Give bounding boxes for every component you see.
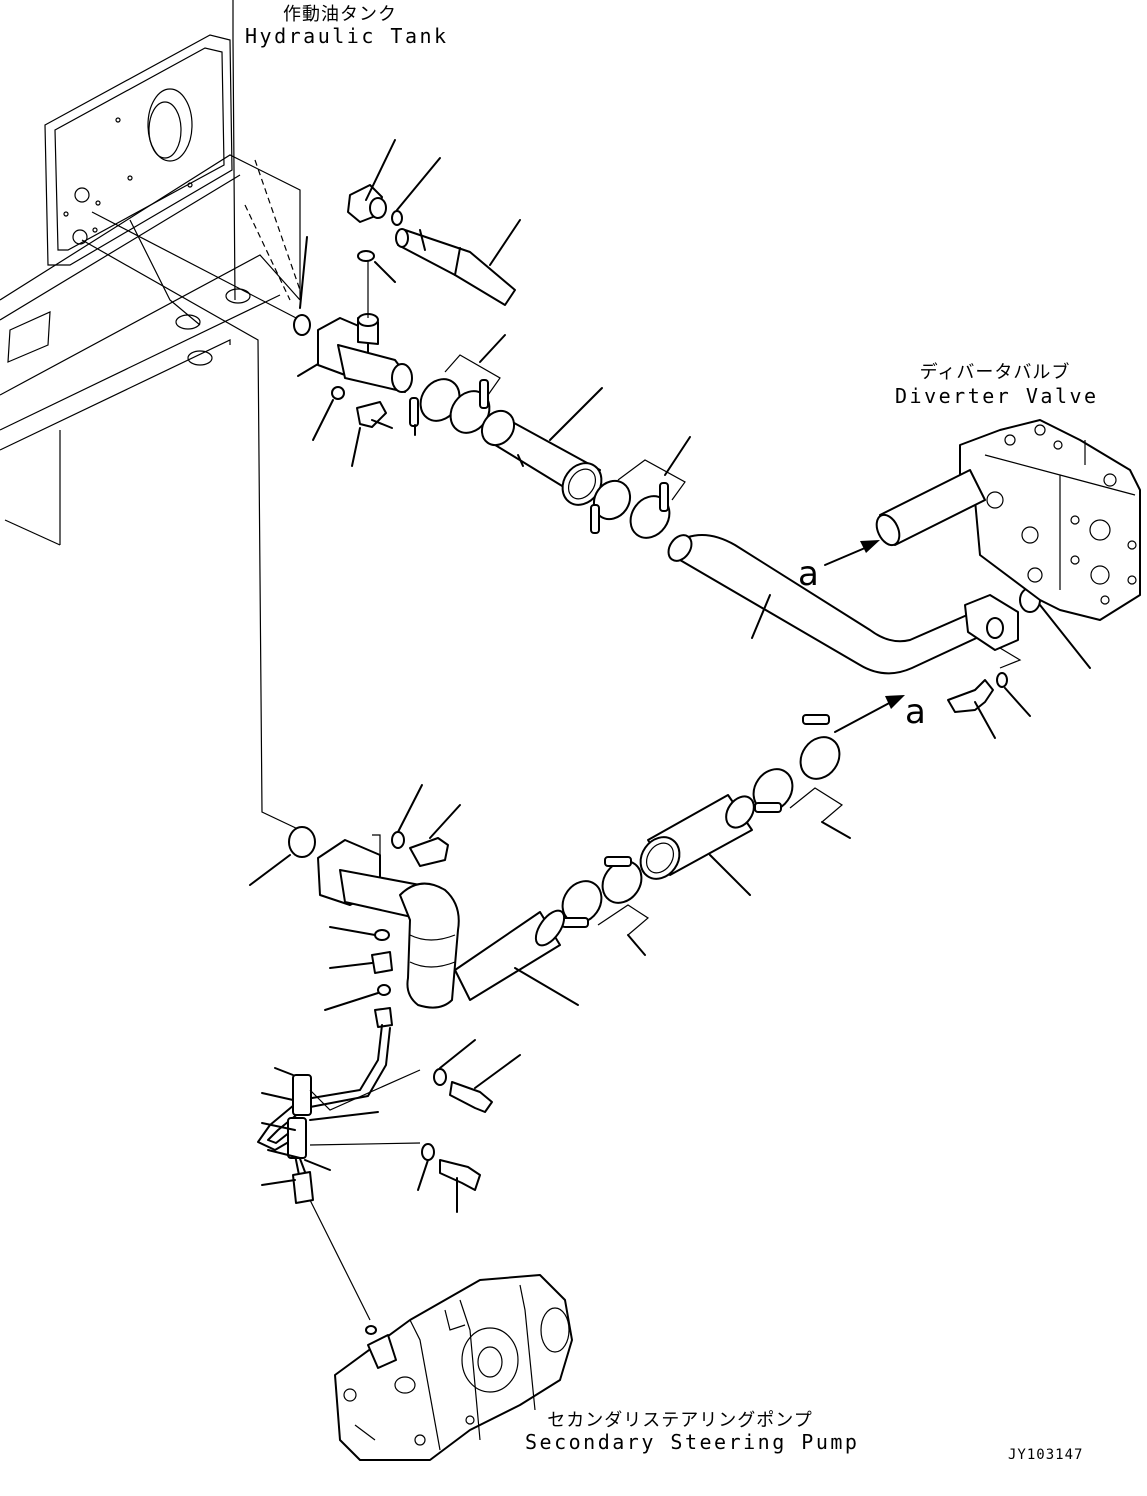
- upper-bent-pipe: [667, 534, 1091, 739]
- hydraulic-tank-label-jp: 作動油タンク: [283, 4, 397, 25]
- secondary-steering-pump: [334, 1274, 573, 1461]
- lower-hose: [639, 794, 755, 896]
- upper-tank-flange-pipe: [293, 139, 521, 467]
- lower-clamps-left: [561, 856, 650, 956]
- upper-clamps-2: [590, 436, 691, 539]
- connection-marker-lower: a: [905, 692, 926, 732]
- hydraulic-tank-label-en: Hydraulic Tank: [245, 24, 449, 48]
- diverter-valve: [824, 419, 1141, 621]
- diverter-valve-label-en: Diverter Valve: [895, 384, 1099, 408]
- pump-tube: [257, 1024, 521, 1335]
- diverter-valve-label-jp: ディバータバルブ: [919, 362, 1071, 383]
- secondary-pump-label-jp: セカンダリステアリングポンプ: [547, 1410, 813, 1431]
- hydraulic-tank: [0, 0, 301, 831]
- connection-marker-upper: a: [798, 554, 819, 594]
- secondary-pump-label-en: Secondary Steering Pump: [525, 1430, 860, 1454]
- upper-clamps-1: [409, 334, 506, 436]
- lower-arrow: [834, 695, 905, 733]
- drawing-code: JY103147: [1008, 1447, 1084, 1463]
- lower-elbow-assembly: [249, 784, 579, 1028]
- upper-hose-1: [480, 387, 603, 506]
- lower-clamps-right: [752, 714, 851, 839]
